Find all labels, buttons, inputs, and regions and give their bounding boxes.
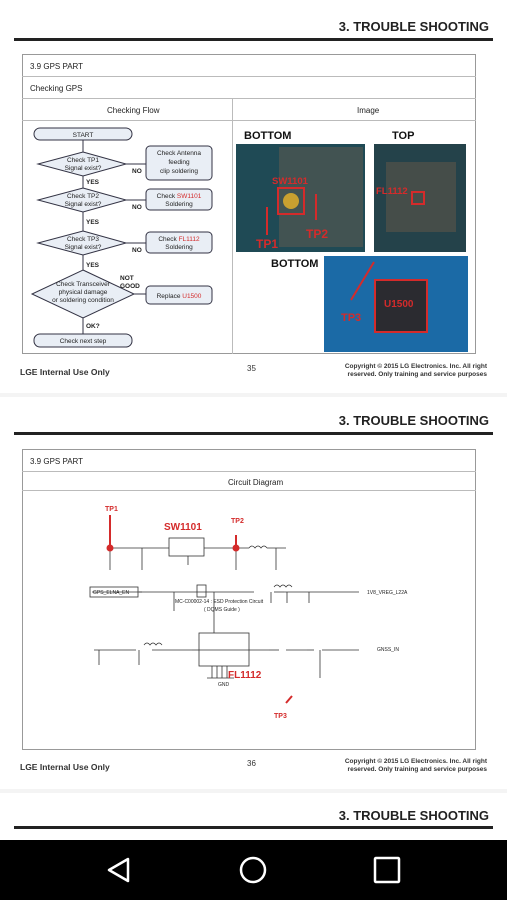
svg-text:Signal exist?: Signal exist? [65,201,102,208]
subtitle: Circuit Diagram [228,478,284,487]
svg-text:YES: YES [86,179,100,186]
page-number: 35 [247,364,256,373]
svg-text:Check next step: Check next step [60,338,107,345]
header-rule [14,38,493,41]
section-header: 3. TROUBLE SHOOTING [338,808,489,823]
manual-page-37: 3. TROUBLE SHOOTING [0,793,507,840]
svg-text:Check TP1: Check TP1 [67,157,99,164]
svg-text:or soldering condition: or soldering condition [52,297,114,304]
home-button[interactable] [228,850,278,890]
footer-copyright: Copyright © 2015 LG Electronics. Inc. Al… [344,363,487,379]
svg-text:NO: NO [132,168,142,175]
flow-start: START [73,132,94,139]
label-tp3: TP3 [274,713,287,720]
svg-text:feeding: feeding [168,159,190,166]
svg-text:physical damage: physical damage [59,289,108,296]
part-title: 3.9 GPS PART [30,62,84,71]
col-image: Image [357,106,380,115]
decision-tp3 [36,230,128,256]
svg-text:Check TP2: Check TP2 [67,193,99,200]
svg-text:YES: YES [86,219,100,226]
svg-text:Check Antenna: Check Antenna [157,150,201,157]
svg-text:Check FL1112: Check FL1112 [158,236,200,243]
svg-text:GOOD: GOOD [120,283,140,290]
svg-text:Soldering: Soldering [165,201,193,208]
svg-text:NO: NO [132,247,142,254]
svg-text:NOT: NOT [120,275,134,282]
footer-internal: LGE Internal Use Only [20,367,110,377]
header-rule [14,432,493,435]
svg-text:NO: NO [132,204,142,211]
col-checking-flow: Checking Flow [107,106,160,115]
subtitle: Checking GPS [30,84,83,93]
svg-text:Soldering: Soldering [165,244,193,251]
recent-apps-button[interactable] [362,850,412,890]
label-sw1101: SW1101 [164,522,202,533]
svg-text:( DQMS Guide ): ( DQMS Guide ) [204,607,240,613]
footer-internal: LGE Internal Use Only [20,762,110,772]
recent-apps-icon [373,856,401,884]
svg-text:TOP: TOP [392,130,414,142]
decision-tp1 [36,151,128,177]
header-rule [14,826,493,829]
board-photos: BOTTOM TOP BOTTOM SW1101 FL1112 TP1 TP2 … [236,130,468,352]
decision-tp2 [36,187,128,213]
svg-text:GPS_ELNA_EN: GPS_ELNA_EN [93,590,130,596]
svg-text:MC-C00002-14 : ESD Protection: MC-C00002-14 : ESD Protection Circuit [175,599,264,605]
svg-text:OK?: OK? [86,323,100,330]
section-header: 3. TROUBLE SHOOTING [338,413,489,428]
circuit-diagram: TP1 TP2 TP3 SW1101 FL1112 MC-C00002-14 :… [89,506,408,720]
svg-text:U1500: U1500 [384,299,414,310]
navigation-bar [0,840,507,900]
svg-text:TP3: TP3 [341,312,361,324]
back-icon [107,857,130,883]
home-icon [239,856,267,884]
label-tp1: TP1 [105,506,118,513]
svg-text:BOTTOM: BOTTOM [244,130,291,142]
label-tp2: TP2 [231,518,244,525]
part-title: 3.9 GPS PART [30,457,84,466]
svg-text:FL1112: FL1112 [376,186,408,197]
svg-text:Check TP3: Check TP3 [67,236,99,243]
checking-flowchart: START Check TP1 Signal exist? Check TP2 … [30,127,213,348]
svg-text:Check Transceiver: Check Transceiver [56,281,111,288]
footer-copyright: Copyright © 2015 LG Electronics. Inc. Al… [344,758,487,774]
svg-text:YES: YES [86,262,100,269]
svg-text:SW1101: SW1101 [272,176,309,187]
manual-page-36: 3. TROUBLE SHOOTING 3.9 GPS PART Circuit… [0,397,507,789]
page-number: 36 [247,759,256,768]
svg-text:Replace U1500: Replace U1500 [157,293,202,300]
svg-text:Signal exist?: Signal exist? [65,165,102,172]
back-button[interactable] [94,850,144,890]
svg-text:clip soldering: clip soldering [160,168,198,175]
label-fl1112: FL1112 [228,670,262,681]
svg-text:Signal exist?: Signal exist? [65,244,102,251]
section-header: 3. TROUBLE SHOOTING [338,19,489,34]
svg-text:BOTTOM: BOTTOM [271,258,318,270]
svg-text:TP2: TP2 [306,227,328,241]
manual-page-35: 3. TROUBLE SHOOTING 3.9 GPS PART Checkin… [0,0,507,393]
svg-text:GNSS_IN: GNSS_IN [377,647,399,653]
content-frame [22,449,476,750]
svg-text:GND: GND [218,682,230,688]
svg-text:1V8_VREG_L22A: 1V8_VREG_L22A [367,590,408,596]
svg-text:Check SW1101: Check SW1101 [157,193,202,200]
svg-text:TP1: TP1 [256,237,278,251]
